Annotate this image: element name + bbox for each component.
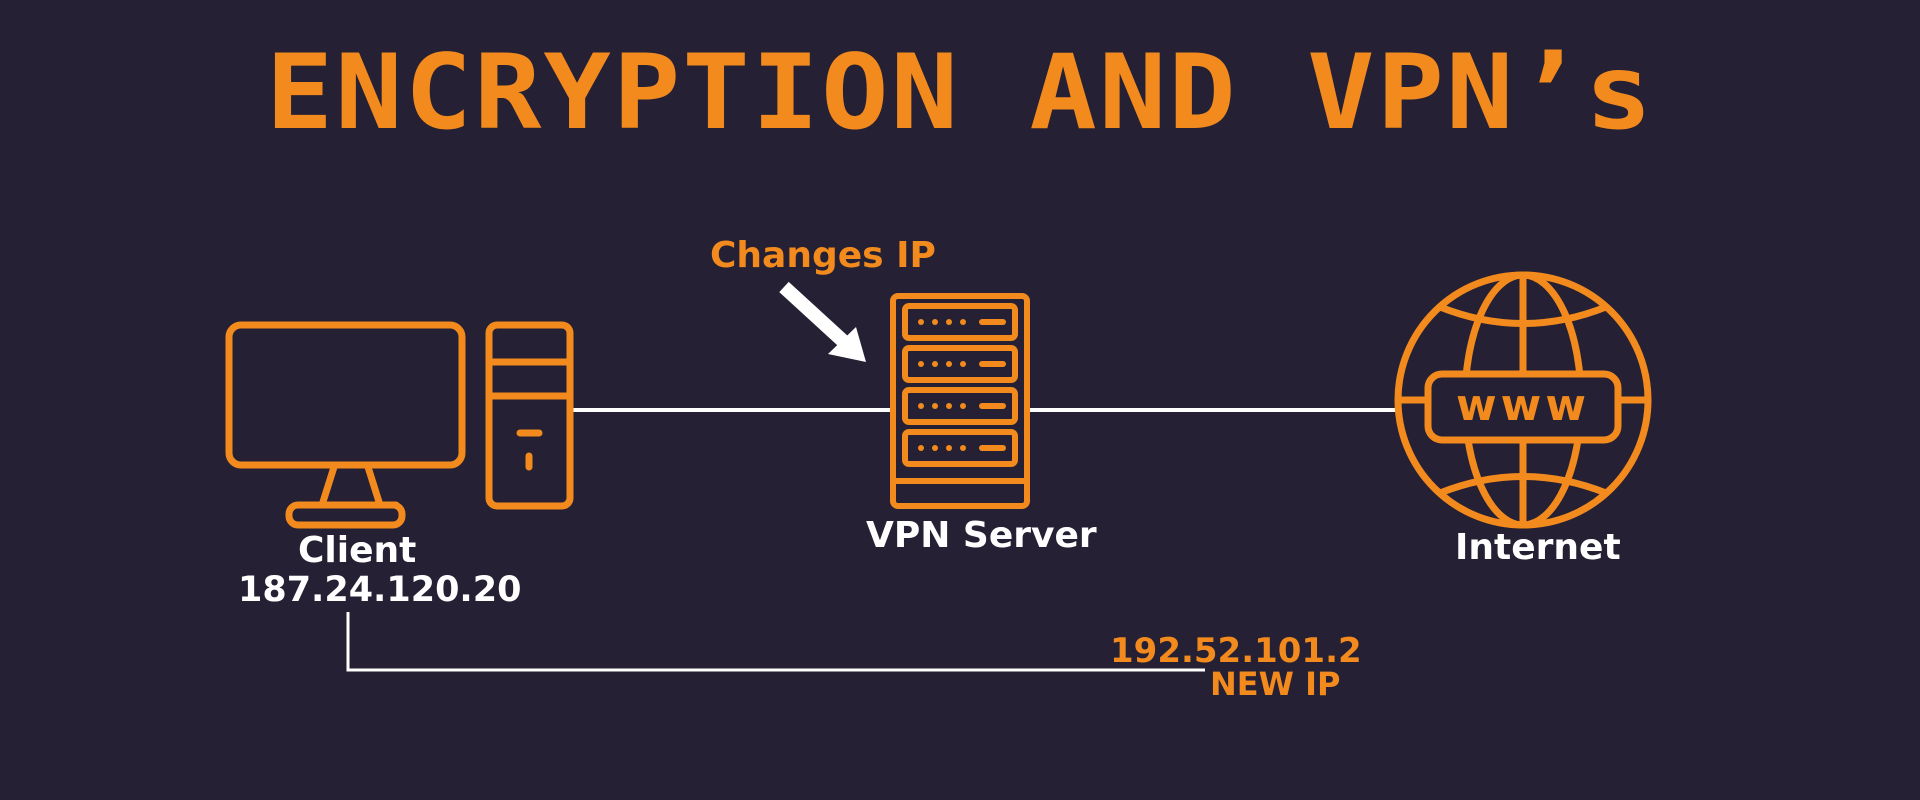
ip-mapping-bracket (346, 612, 1205, 672)
new-ip-label: NEW IP (1210, 665, 1341, 703)
changes-ip-annotation: Changes IP (710, 235, 936, 276)
client-ip-address: 187.24.120.20 (238, 570, 522, 610)
globe-www-text: www (1456, 380, 1590, 431)
computer-tower-icon (485, 321, 574, 510)
internet-label: Internet (1455, 527, 1621, 568)
server-rack-icon (890, 293, 1030, 509)
vpn-server-label: VPN Server (866, 515, 1097, 556)
page-title: ENCRYPTION AND VPN’s (265, 33, 1655, 153)
globe-icon (1394, 271, 1652, 529)
client-label: Client (298, 530, 417, 571)
new-ip-address: 192.52.101.2 (1110, 631, 1362, 671)
monitor-icon (225, 321, 466, 529)
server-led-dots (918, 319, 966, 451)
arrow-icon (779, 281, 866, 362)
